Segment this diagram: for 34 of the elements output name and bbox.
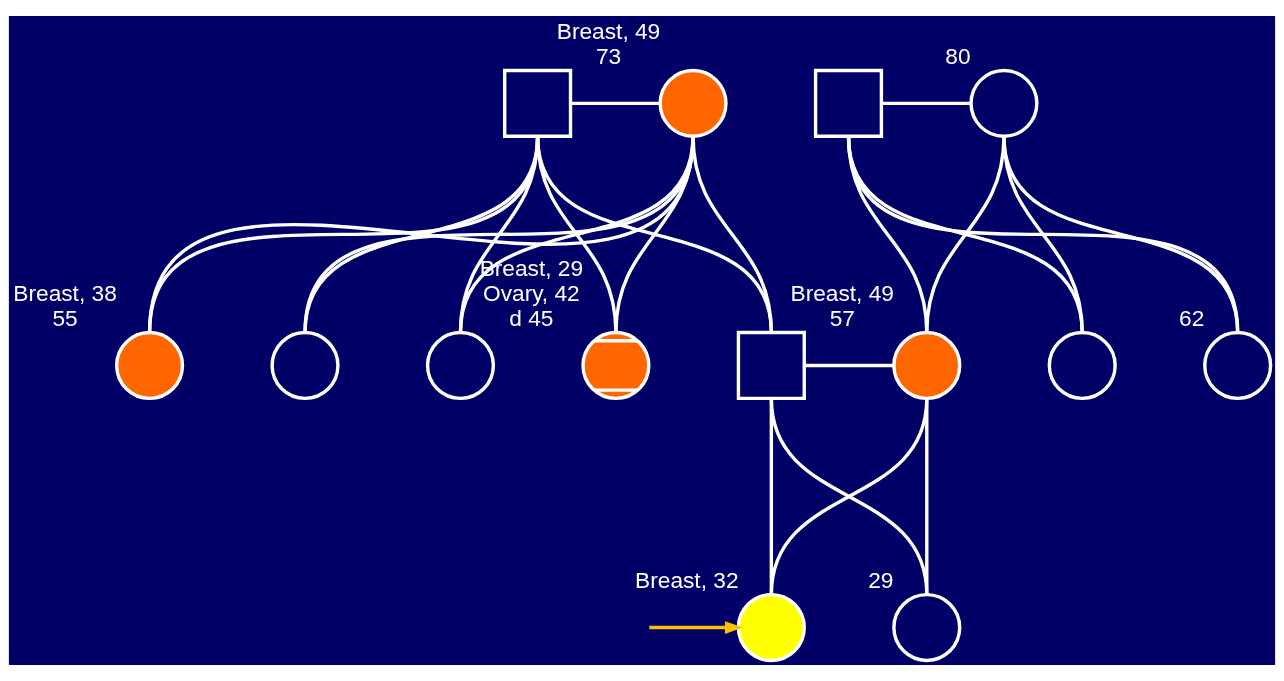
connector xyxy=(925,398,929,595)
node-label: 62 xyxy=(1179,304,1205,331)
node-label: 29 xyxy=(868,566,894,593)
node-circle xyxy=(425,330,496,401)
connector xyxy=(535,136,774,333)
node-label: Breast, 32 xyxy=(635,566,739,593)
node-circle xyxy=(892,330,962,401)
node-circle xyxy=(114,330,185,401)
node-circle xyxy=(1047,330,1117,401)
node-circle xyxy=(736,592,806,663)
connector xyxy=(570,101,661,106)
node-box xyxy=(736,330,806,401)
node-label: 73 xyxy=(595,42,622,69)
arrow xyxy=(649,621,744,634)
node-label: Breast, 49 xyxy=(790,279,894,306)
node-box xyxy=(503,68,573,138)
node-label: 57 xyxy=(829,304,855,331)
connector xyxy=(881,101,972,106)
node-circle xyxy=(969,68,1039,138)
connector xyxy=(846,135,1240,333)
node-circle xyxy=(270,330,340,401)
node-label: Ovary, 42 xyxy=(483,279,580,306)
connector xyxy=(1002,136,1240,333)
node-label: 55 xyxy=(52,304,78,331)
node-circle xyxy=(581,330,651,401)
node-circle xyxy=(892,592,962,663)
node-label: Breast, 38 xyxy=(13,279,117,306)
connector xyxy=(769,398,929,595)
node-circle xyxy=(658,68,728,138)
connector xyxy=(804,363,894,368)
node-circle xyxy=(1203,330,1273,401)
node-box xyxy=(813,68,884,138)
node-label: 80 xyxy=(945,42,971,69)
node-label: Breast, 49 xyxy=(556,17,661,44)
